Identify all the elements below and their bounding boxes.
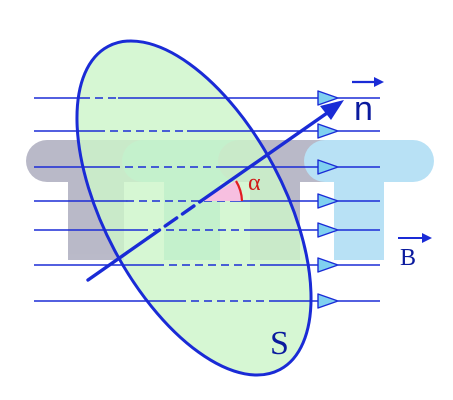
normal-arrowhead-icon	[320, 100, 344, 120]
normal-label: n	[354, 90, 373, 128]
arrowhead-icon	[317, 222, 339, 238]
arrowhead-icon	[317, 90, 339, 106]
angle-arc	[235, 180, 244, 202]
watermark-letter-4	[304, 140, 434, 260]
surface-ellipse	[75, 39, 313, 377]
arrowhead-icon	[317, 257, 339, 273]
field-label: B	[400, 245, 416, 271]
field-label-arrow-icon	[398, 233, 432, 243]
arrowhead-icon	[317, 293, 339, 309]
arrowhead-icon	[317, 193, 339, 209]
normal-vector	[86, 109, 332, 282]
field-line-tails	[338, 97, 380, 302]
field-arrowheads	[317, 90, 339, 309]
angle-sector	[201, 180, 243, 201]
surface-label: S	[270, 325, 289, 362]
normal-label-arrow-icon	[352, 77, 384, 87]
arrowhead-icon	[317, 123, 339, 139]
angle-label: α	[248, 170, 261, 196]
arrowhead-icon	[317, 159, 339, 175]
